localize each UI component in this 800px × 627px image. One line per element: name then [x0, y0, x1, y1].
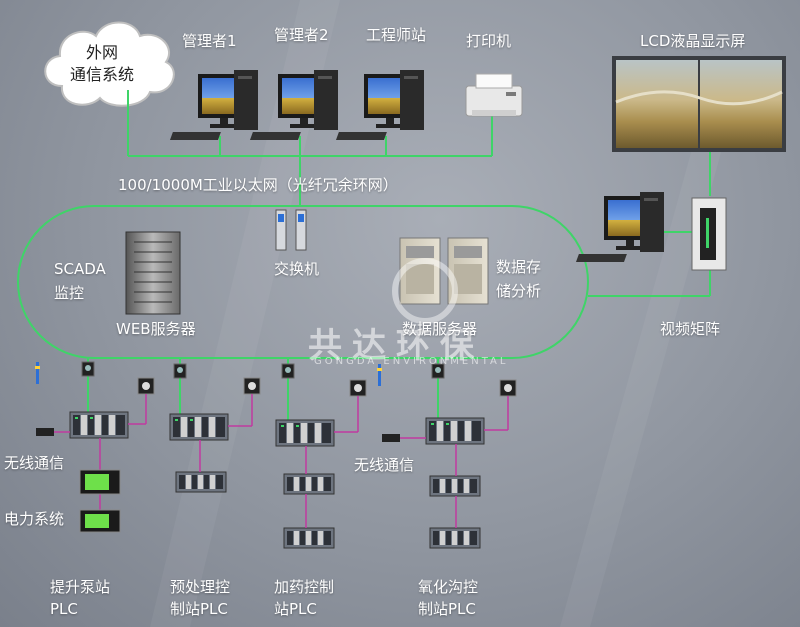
meter-icon [243, 377, 261, 395]
web-server-label: WEB服务器 [116, 320, 196, 338]
lcd-label: LCD液晶显示屏 [640, 32, 746, 50]
data-server-label: 数据服务器 [402, 320, 478, 338]
plc-rack[interactable] [425, 417, 485, 445]
station-1-label-line1: 提升泵站 [50, 578, 111, 596]
video-matrix-label: 视频矩阵 [660, 320, 721, 338]
scada-monitor-label: 监控 [54, 284, 85, 302]
power-system-label: 电力系统 [4, 510, 65, 528]
station-2-label-line2: 制站PLC [170, 600, 228, 618]
antenna-icon [35, 362, 40, 384]
lcd-display-wall[interactable] [612, 56, 786, 152]
meter-icon [349, 379, 367, 397]
station-2-devices [169, 363, 261, 493]
hmi-panel[interactable] [79, 469, 121, 495]
workstation-computer-1[interactable] [169, 70, 258, 140]
plc-rack[interactable] [169, 413, 229, 441]
cloud-label: 外网 通信系统 [69, 43, 134, 84]
web-server-rack[interactable] [125, 231, 181, 315]
watermark-text: 共达环保 [308, 326, 484, 366]
ring-network [17, 205, 589, 359]
io-rack[interactable] [429, 527, 481, 549]
workstation-computer-3[interactable] [335, 70, 424, 140]
plc-rack[interactable] [275, 419, 335, 447]
station-3-devices [275, 363, 367, 549]
ethernet-label: 100/1000M工业以太网（光纤冗余环网） [118, 176, 398, 194]
wireless-router-icon [382, 434, 400, 442]
station-4-devices [377, 363, 517, 549]
printer-icon[interactable] [465, 73, 523, 117]
station-4-label-line1: 氧化沟控 [418, 578, 479, 596]
wireless-router-icon [36, 428, 54, 436]
power-meter-panel[interactable] [79, 509, 121, 533]
background-stripe [560, 120, 730, 627]
antenna-icon [377, 364, 382, 386]
printer-label: 打印机 [466, 32, 512, 50]
camera-icon [173, 363, 187, 379]
data-storage-label-2: 储分析 [496, 282, 542, 300]
network-switch[interactable] [275, 209, 307, 251]
meter-icon [137, 377, 155, 395]
watermark-subtext: GONGDA ENVIRONMENTAL [314, 356, 509, 367]
scada-label: SCADA [54, 260, 106, 278]
watermark-logo [392, 258, 458, 324]
switch-label: 交换机 [274, 260, 320, 278]
station-2-label-line1: 预处理控 [170, 578, 231, 596]
station-1-label-line2: PLC [50, 600, 78, 618]
station-3-label-line1: 加药控制 [274, 578, 335, 596]
io-rack[interactable] [283, 473, 335, 495]
plc-rack[interactable] [69, 411, 129, 439]
right-network-links [588, 150, 711, 297]
data-storage-label-1: 数据存 [496, 258, 542, 276]
io-rack[interactable] [283, 527, 335, 549]
top-network-line [127, 90, 493, 206]
video-workstation-computer[interactable] [575, 192, 664, 262]
meter-icon [499, 379, 517, 397]
workstation-label-2: 管理者2 [274, 26, 329, 44]
workstation-label-3: 工程师站 [366, 26, 427, 44]
io-rack[interactable] [175, 471, 227, 493]
io-rack[interactable] [429, 475, 481, 497]
wireless-comm-label-2: 无线通信 [354, 456, 415, 474]
camera-icon [81, 361, 95, 377]
station-4-label-line2: 制站PLC [418, 600, 476, 618]
camera-icon [281, 363, 295, 379]
video-matrix-device[interactable] [691, 197, 727, 271]
wireless-comm-label: 无线通信 [4, 454, 65, 472]
station-3-label-line2: 站PLC [274, 600, 317, 618]
cloud-shape [44, 21, 175, 107]
station-1-devices [35, 361, 155, 533]
workstation-label-1: 管理者1 [182, 32, 237, 50]
